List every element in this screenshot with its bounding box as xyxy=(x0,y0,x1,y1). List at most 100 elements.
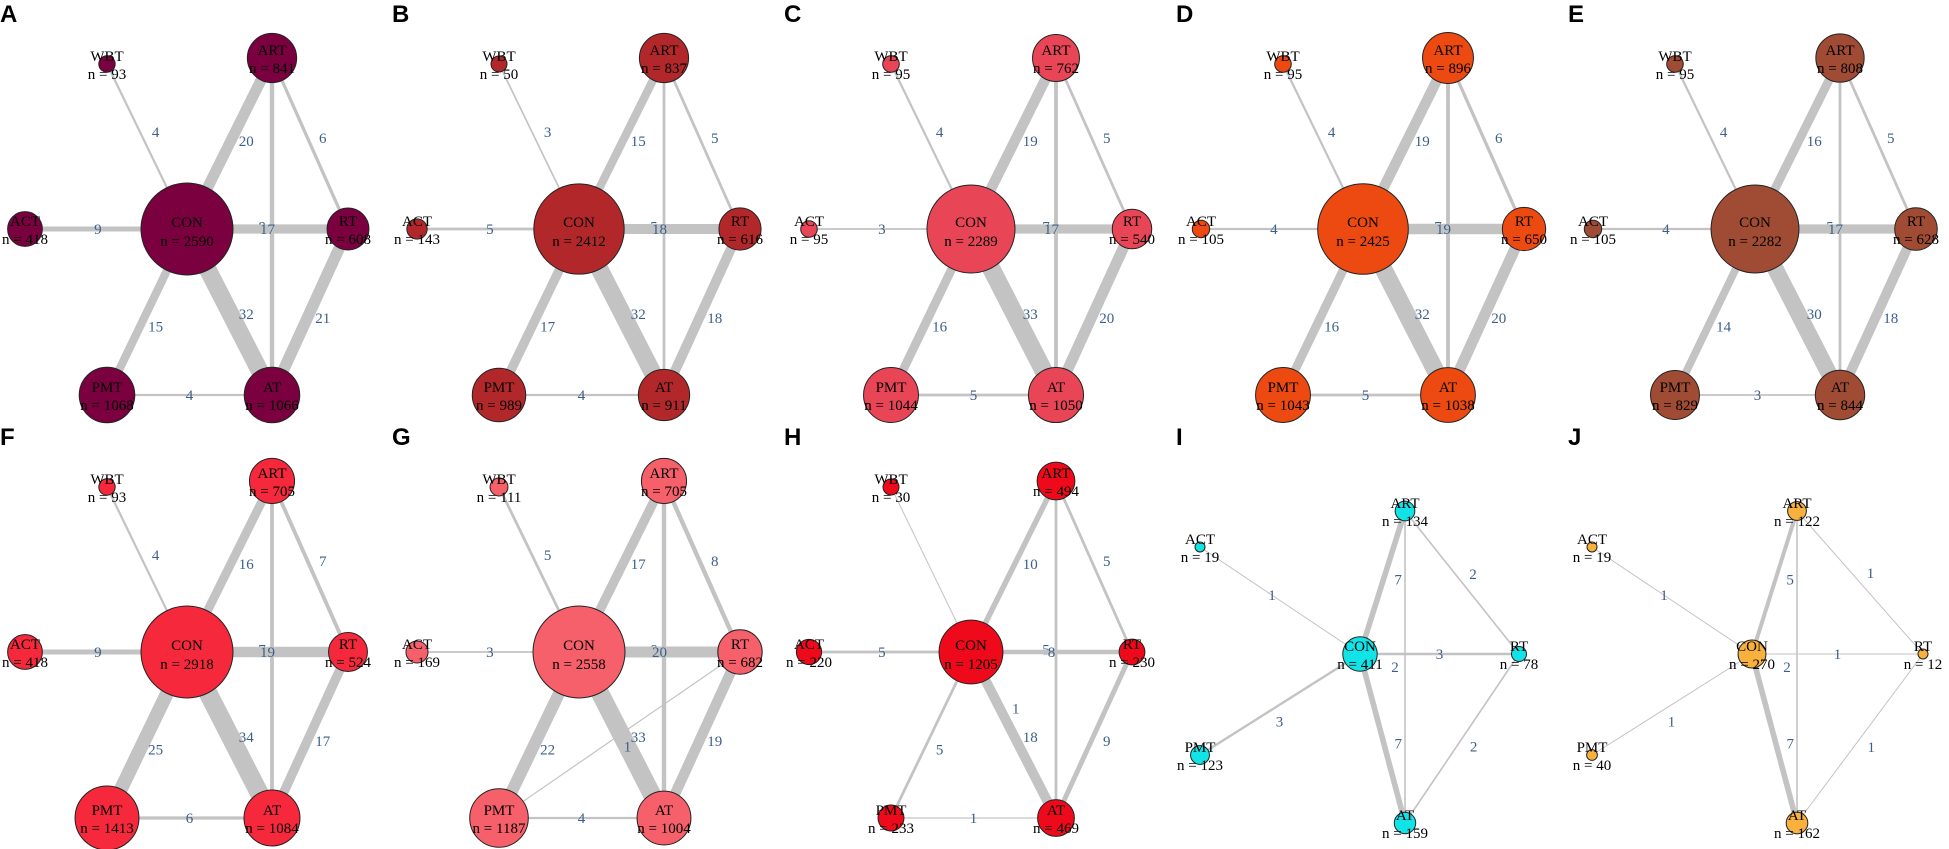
edge-weight-label: 1 xyxy=(1660,588,1668,604)
edge-art-con xyxy=(1357,510,1408,655)
node-art-count: n = 762 xyxy=(1033,61,1079,77)
edge-weight-label: 5 xyxy=(711,131,719,147)
node-act-label: ACT xyxy=(794,637,824,653)
node-act xyxy=(7,211,43,247)
edge-art-rt xyxy=(270,57,350,230)
node-art xyxy=(1422,32,1474,84)
node-at-count: n = 159 xyxy=(1382,826,1428,842)
node-con xyxy=(533,183,625,275)
edge-weight-label: 1 xyxy=(1867,740,1875,756)
node-pmt-label: PMT xyxy=(484,380,515,396)
node-at-label: AT xyxy=(1396,808,1414,824)
edge-rt-at xyxy=(267,650,353,820)
edge-weight-label: 1 xyxy=(1867,566,1875,582)
edge-rt-at xyxy=(1050,226,1138,398)
node-art xyxy=(1815,33,1865,83)
node-pmt-count: n = 1068 xyxy=(80,398,133,414)
panel-letter: G xyxy=(392,424,411,451)
node-rt xyxy=(326,207,370,251)
node-act-count: n = 105 xyxy=(1570,232,1616,248)
edge-weight-label: 22 xyxy=(540,742,555,758)
node-wbt-label: WBT xyxy=(874,49,907,65)
edge-rt-pmt xyxy=(498,651,741,819)
edge-act-con xyxy=(1199,546,1361,655)
node-at-label: AT xyxy=(1047,380,1065,396)
node-at-label: AT xyxy=(1831,380,1849,396)
node-wbt-count: n = 93 xyxy=(88,490,126,506)
edge-weight-label: 9 xyxy=(94,645,102,661)
edge-weight-label: 17 xyxy=(260,222,276,238)
node-at xyxy=(1420,367,1476,423)
edge-weight-label: 5 xyxy=(936,742,944,758)
node-art-label: ART xyxy=(1390,496,1419,512)
node-rt xyxy=(717,629,763,675)
node-pmt-count: n = 123 xyxy=(1177,758,1223,774)
node-at-label: AT xyxy=(1047,803,1065,819)
node-pmt xyxy=(1650,370,1700,420)
node-con-count: n = 1205 xyxy=(944,657,997,673)
edge-art-rt xyxy=(1796,510,1924,655)
edge-rt-at xyxy=(1835,226,1921,398)
node-rt-label: RT xyxy=(1123,214,1141,230)
node-pmt-label: PMT xyxy=(92,803,123,819)
node-rt xyxy=(1118,638,1146,666)
node-pmt-count: n = 1043 xyxy=(1256,398,1309,414)
edge-weight-label: 7 xyxy=(1787,736,1795,752)
edge-weight-label: 7 xyxy=(1394,573,1402,589)
edge-weight-label: 7 xyxy=(319,554,327,570)
node-art-count: n = 705 xyxy=(641,484,687,500)
node-con-count: n = 2282 xyxy=(1728,234,1781,250)
panel-letter: J xyxy=(1568,424,1581,451)
edge-weight-label: 14 xyxy=(1716,319,1732,335)
node-art-count: n = 808 xyxy=(1817,61,1863,77)
node-rt-label: RT xyxy=(1123,637,1141,653)
edge-weight-label: 1 xyxy=(1668,714,1676,730)
edge-weight-label: 19 xyxy=(260,645,275,661)
edge-weight-label: 16 xyxy=(1324,319,1340,335)
node-art-label: ART xyxy=(257,43,286,59)
node-art xyxy=(640,457,688,505)
edge-weight-label: 6 xyxy=(186,811,194,827)
node-rt-label: RT xyxy=(1515,214,1533,230)
node-con-count: n = 2558 xyxy=(552,657,605,673)
edge-weight-label: 5 xyxy=(1786,573,1794,589)
node-con-label: CON xyxy=(171,638,203,654)
node-rt-count: n = 616 xyxy=(717,232,763,248)
node-art-label: ART xyxy=(1782,496,1811,512)
edge-con-pmt xyxy=(1199,652,1361,757)
node-act xyxy=(1191,219,1211,239)
node-pmt xyxy=(74,785,140,849)
edge-weight-label: 2 xyxy=(1470,739,1478,755)
edge-weight-label: 8 xyxy=(1048,645,1056,661)
node-art-label: ART xyxy=(1041,466,1070,482)
edge-art-rt xyxy=(1838,57,1918,230)
edge-weight-label: 2 xyxy=(1783,660,1791,676)
node-art xyxy=(1032,34,1080,82)
node-art-label: ART xyxy=(1041,43,1070,59)
edge-weight-label: 20 xyxy=(239,134,254,150)
node-at-count: n = 1050 xyxy=(1029,398,1082,414)
node-con-count: n = 2425 xyxy=(1336,234,1389,250)
node-con xyxy=(140,182,234,276)
edge-weight-label: 4 xyxy=(1720,125,1728,141)
node-act xyxy=(7,634,43,670)
node-wbt xyxy=(882,478,900,496)
edge-weight-label: 21 xyxy=(315,311,330,327)
edge-rt-at xyxy=(1796,653,1924,824)
node-wbt-count: n = 111 xyxy=(477,490,522,506)
node-pmt-label: PMT xyxy=(1185,740,1216,756)
node-con-count: n = 2289 xyxy=(944,234,997,250)
node-pmt-count: n = 829 xyxy=(1652,398,1698,414)
edge-art-rt xyxy=(270,480,350,653)
edge-art-rt xyxy=(1054,480,1134,653)
node-wbt xyxy=(490,55,508,73)
node-act-label: ACT xyxy=(1577,532,1607,548)
